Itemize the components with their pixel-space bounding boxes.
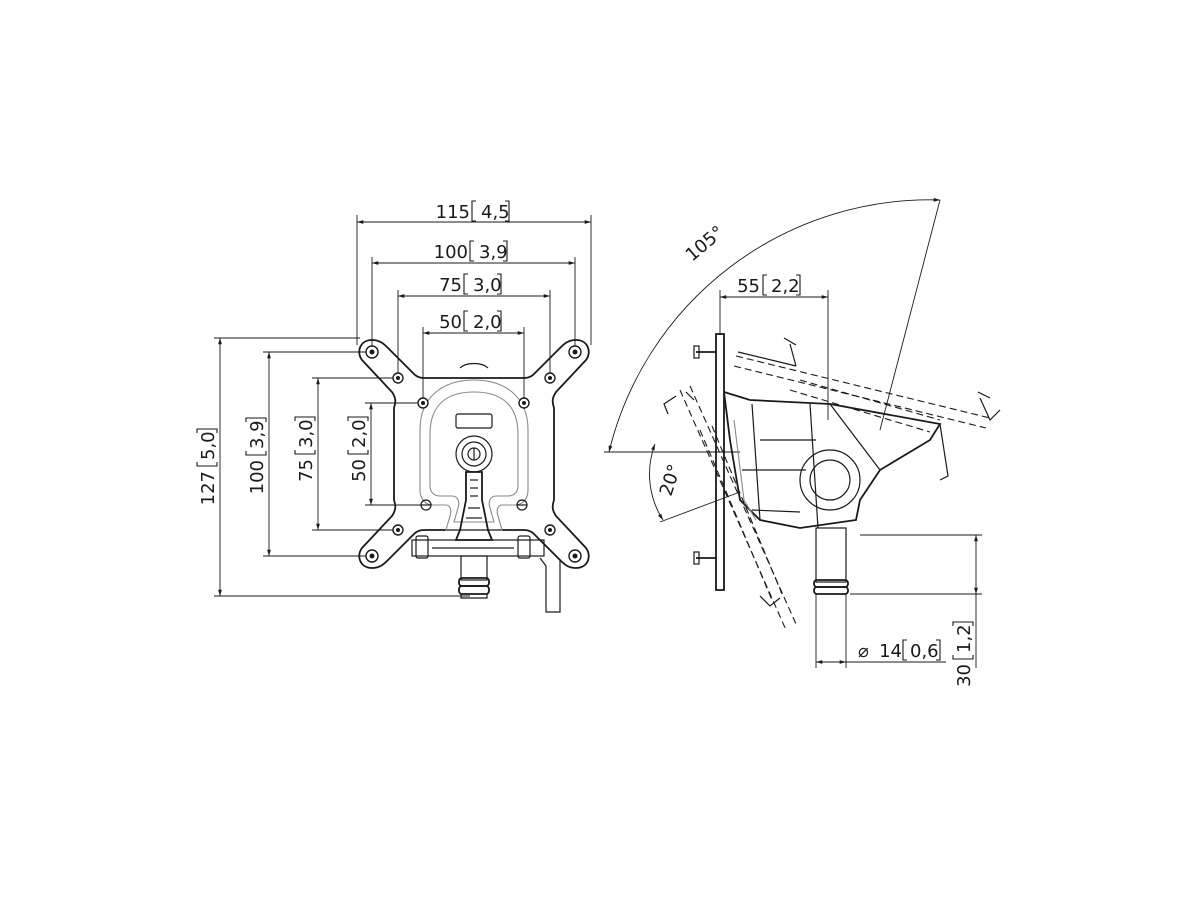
side-screw-right [516, 499, 528, 511]
dim-value: 30 [954, 664, 975, 687]
dim-value: 50 [439, 312, 462, 333]
height-dim-label-75: 75 3,0 [294, 416, 317, 482]
dim-inch: 0,6 [910, 641, 939, 662]
side-pole [813, 527, 849, 668]
dim-inch: 3,0 [473, 275, 502, 296]
tilt-head [722, 390, 949, 529]
dim-value: 75 [439, 275, 462, 296]
diameter-symbol: ⌀ [858, 641, 869, 662]
height-dimensions [214, 337, 470, 597]
dim-value: 50 [349, 459, 370, 482]
width-dim-label-115: 115 4,5 [436, 200, 510, 223]
label-plate [455, 413, 493, 429]
dim-value: 55 [737, 276, 760, 297]
tilted-plate-up [733, 337, 1001, 433]
width-dim-label-75: 75 3,0 [439, 273, 502, 296]
tilted-plate-down [663, 385, 797, 631]
tilt-housing [419, 379, 529, 531]
dim-value: 100 [247, 460, 268, 494]
dim-inch: 3,9 [479, 242, 508, 263]
front-view: 115 4,5 100 3,9 75 3,0 50 2,0 [196, 200, 592, 613]
side-view: 105° 20° 55 2,2 [604, 197, 1001, 687]
tilt-range-label: 105° [682, 222, 729, 266]
dim-value: 100 [434, 242, 468, 263]
dim-inch: 2,0 [473, 312, 502, 333]
dim-inch: 3,0 [296, 419, 317, 448]
dim-value: 115 [436, 202, 470, 223]
height-dim-label-50: 50 2,0 [347, 416, 370, 482]
dim-inch: 2,2 [771, 276, 800, 297]
pole-diameter-dimension: ⌀ 14 0,6 [816, 639, 946, 664]
tilt-down-label: 20° [656, 462, 686, 499]
width-dimensions [356, 215, 592, 400]
dim-inch: 2,0 [349, 419, 370, 448]
tilt-down-arc: 20° [649, 443, 741, 523]
depth-dimension: 55 2,2 [719, 274, 829, 420]
dim-inch: 3,9 [247, 420, 268, 449]
dim-value: 14 [879, 641, 902, 662]
height-dim-label-100: 100 3,9 [245, 417, 268, 494]
dim-inch: 4,5 [481, 202, 510, 223]
side-plate [693, 333, 725, 591]
dim-inch: 5,0 [198, 431, 219, 460]
vesa-plate [358, 339, 590, 569]
width-dim-label-50: 50 2,0 [439, 310, 502, 333]
width-dim-label-100: 100 3,9 [434, 240, 508, 263]
dim-value: 75 [296, 459, 317, 482]
bottom-clamp [411, 535, 561, 613]
height-dim-label-127: 127 5,0 [196, 428, 219, 505]
pivot-circle [799, 449, 861, 511]
vesa-holes [365, 345, 582, 563]
front-pole [458, 555, 490, 599]
dim-value: 127 [198, 471, 219, 505]
dim-inch: 1,2 [954, 624, 975, 653]
side-screw-left [420, 499, 432, 511]
pole-length-dimension: 30 1,2 [850, 534, 982, 687]
